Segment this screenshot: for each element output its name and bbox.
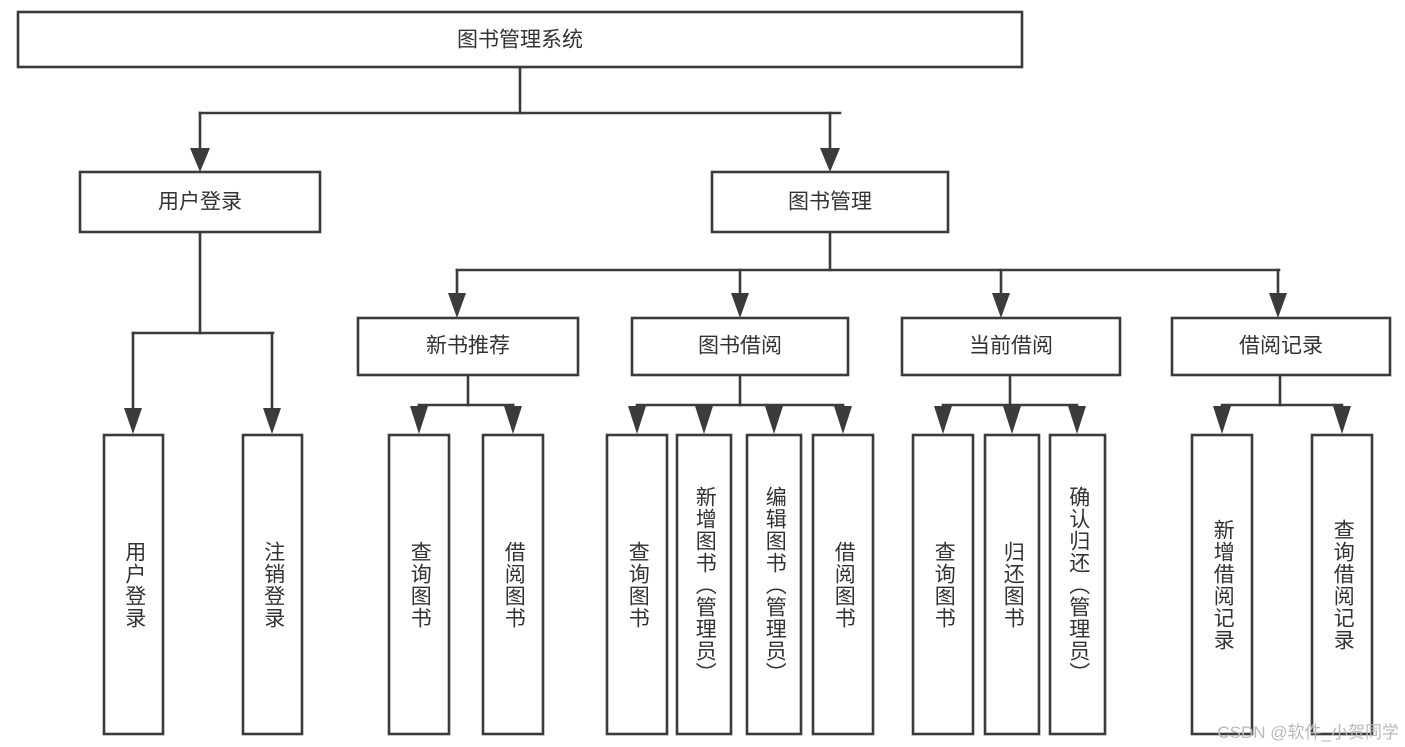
node-book-borrow[interactable] — [630, 316, 850, 377]
node-user-login[interactable] — [78, 170, 322, 234]
node-book-borrow-label: 图书借阅 — [698, 335, 782, 358]
arrowhead-newbook-l2 — [504, 406, 522, 434]
leaf-return-book[interactable] — [983, 433, 1041, 736]
node-new-book-recommend[interactable] — [356, 316, 580, 377]
node-new-book-recommend-label: 新书推荐 — [426, 335, 510, 358]
arrowhead-currentborrow-l3 — [1068, 406, 1086, 434]
leaf-add-borrow-record[interactable] — [1190, 433, 1254, 736]
arrowhead-bookborrow — [731, 293, 749, 318]
leaf-borrow-book-recommend[interactable] — [481, 433, 545, 736]
node-book-management-label: 图书管理 — [788, 191, 872, 214]
node-root-label: 图书管理系统 — [457, 29, 583, 52]
leaf-add-book-admin[interactable] — [675, 433, 733, 736]
arrowhead-bookborrow-l2 — [695, 406, 713, 434]
arrowhead-bookborrow-l4 — [834, 406, 852, 434]
arrowhead-borrowrecord-l2 — [1333, 406, 1351, 434]
leaf-query-book-current[interactable] — [911, 433, 975, 736]
leaf-confirm-return-admin[interactable] — [1048, 433, 1107, 736]
arrowhead-borrowrecord-l1 — [1213, 406, 1231, 434]
node-current-borrow[interactable] — [900, 316, 1122, 377]
node-current-borrow-label: 当前借阅 — [969, 335, 1053, 358]
node-borrow-record[interactable] — [1170, 316, 1392, 377]
arrowhead-currentborrow — [992, 293, 1010, 318]
node-user-login-label: 用户登录 — [158, 191, 242, 214]
node-book-management[interactable] — [710, 170, 950, 234]
leaf-user-login[interactable] — [102, 433, 165, 736]
leaf-logout-login[interactable] — [241, 433, 304, 736]
arrowhead-bookborrow-l3 — [765, 406, 783, 434]
arrowhead-borrowrecord — [1269, 293, 1287, 318]
leaf-edit-book-admin[interactable] — [745, 433, 803, 736]
arrowhead-login-leaf1 — [124, 408, 142, 434]
watermark: CSDN @软件_小贺同学 — [1217, 723, 1399, 742]
arrowhead-bookborrow-l1 — [628, 406, 646, 434]
leaf-borrow-book[interactable] — [811, 433, 875, 736]
arrowhead-to-login — [190, 148, 210, 172]
arrowhead-to-bookmgmt — [820, 148, 840, 172]
leaf-query-book-recommend[interactable] — [387, 433, 451, 736]
arrowhead-currentborrow-l1 — [934, 406, 952, 434]
arrowhead-login-leaf2 — [263, 408, 281, 434]
leaf-query-borrow-record[interactable] — [1310, 433, 1374, 736]
arrowhead-currentborrow-l2 — [1003, 406, 1021, 434]
node-borrow-record-label: 借阅记录 — [1239, 335, 1323, 358]
arrowhead-newbook-l1 — [410, 406, 428, 434]
leaf-query-book-borrow[interactable] — [605, 433, 669, 736]
node-root[interactable] — [16, 10, 1024, 69]
arrowhead-newbook — [448, 293, 466, 318]
